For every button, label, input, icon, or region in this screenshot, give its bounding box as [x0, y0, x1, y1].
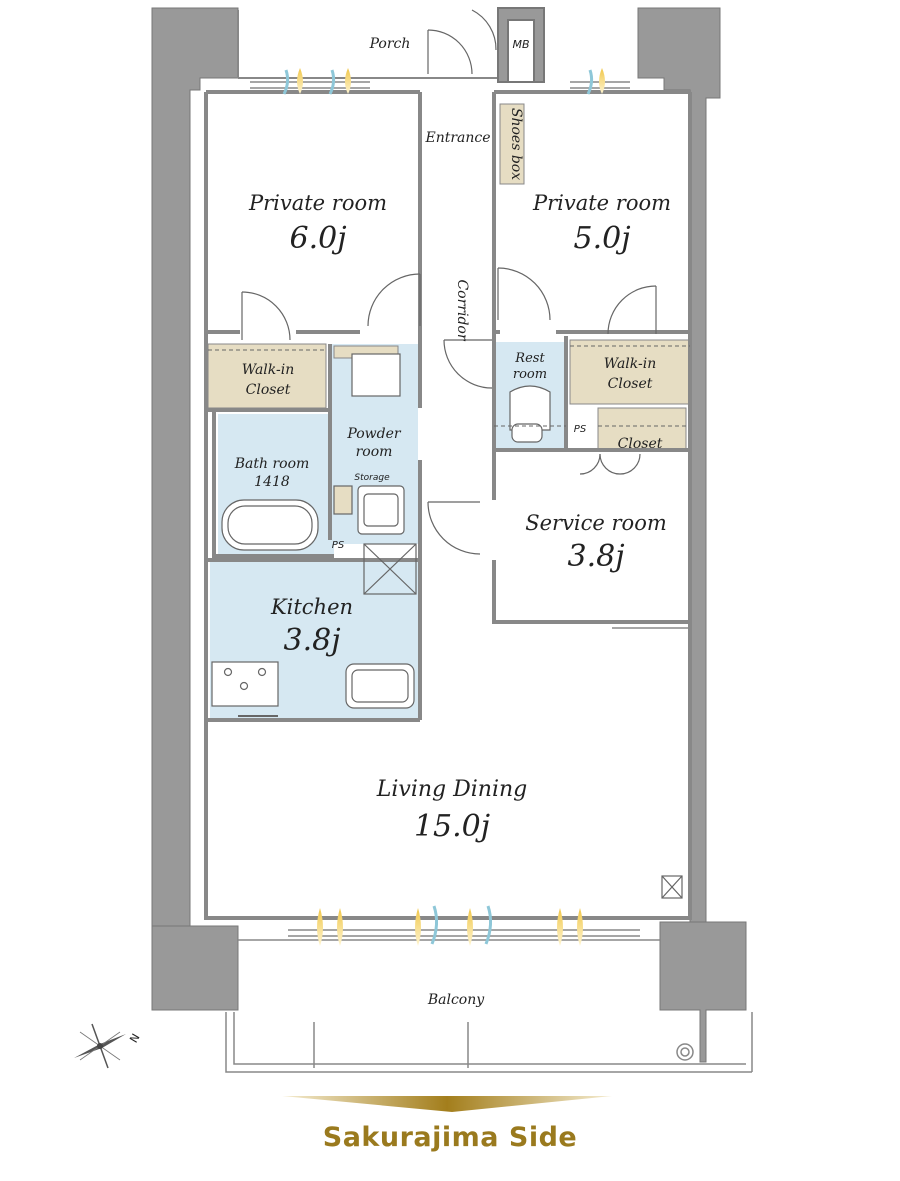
storage-label: Storage: [354, 473, 390, 483]
corridor-label: Corridor: [454, 279, 470, 341]
entrance-label: Entrance: [424, 130, 490, 146]
structural-columns: [151, 7, 747, 1063]
closet-label: Closet: [618, 436, 663, 452]
kitchen-name: Kitchen: [270, 595, 353, 619]
walkin-right-line1: Walk-in: [604, 356, 656, 372]
living-dining-name: Living Dining: [376, 777, 528, 802]
porch-label: Porch: [369, 36, 411, 52]
walkin-right-line2: Closet: [608, 376, 653, 392]
balcony-label: Balcony: [427, 992, 485, 1008]
view-side-label: Sakurajima Side: [322, 1122, 578, 1153]
compass-icon: [74, 1023, 126, 1069]
doors: [241, 9, 657, 555]
bath-room-size: 1418: [254, 474, 290, 490]
closets: [207, 103, 691, 451]
ps-label-2: PS: [332, 540, 345, 551]
fixtures: [211, 353, 683, 899]
walls: [204, 90, 692, 920]
service-room-name: Service room: [525, 511, 667, 535]
porch-area: [237, 7, 545, 83]
powder-room-line2: room: [356, 444, 393, 460]
bath-room-name: Bath room: [234, 456, 310, 472]
ps-label-1: PS: [574, 424, 587, 435]
rest-room-line2: room: [513, 367, 547, 382]
closet-rails: [208, 345, 690, 427]
balcony-area: [225, 939, 753, 1073]
private-room-right-size: 5.0j: [573, 221, 630, 256]
shoes-box-label: Shoes box: [508, 108, 524, 180]
mb-label: MB: [512, 38, 529, 51]
private-room-left-name: Private room: [248, 191, 387, 215]
private-room-left-size: 6.0j: [289, 221, 346, 256]
living-dining-size: 15.0j: [414, 809, 490, 844]
compass-north-label: N: [127, 1031, 142, 1045]
ventilation-marks: [282, 68, 605, 946]
service-room-size: 3.8j: [567, 539, 624, 574]
rest-room-line1: Rest: [514, 351, 545, 366]
powder-room-line1: Powder: [346, 426, 402, 442]
walkin-left-line1: Walk-in: [242, 362, 294, 378]
private-room-right-name: Private room: [532, 191, 671, 215]
direction-arrow-icon: [282, 1096, 612, 1112]
kitchen-size: 3.8j: [283, 623, 340, 658]
walkin-left-line2: Closet: [246, 382, 291, 398]
